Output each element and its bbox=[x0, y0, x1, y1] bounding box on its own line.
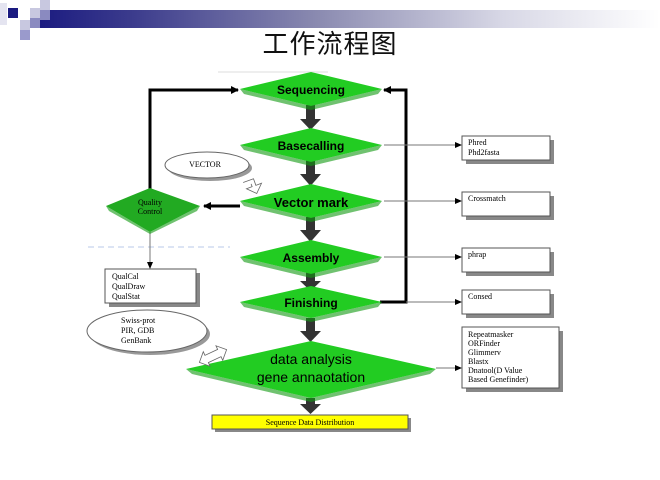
db-line2: PIR, GDB bbox=[121, 326, 154, 335]
decor-square bbox=[20, 30, 30, 40]
step-label: Vector mark bbox=[274, 195, 349, 210]
down-arrow bbox=[300, 160, 321, 186]
db-line1: Swiss-prot bbox=[121, 316, 156, 325]
qc-label-line2: Control bbox=[138, 207, 163, 216]
tool-line: Crossmatch bbox=[468, 194, 506, 203]
db-double-hollow-arrow bbox=[198, 345, 228, 367]
decor-square bbox=[0, 3, 7, 25]
step-basecalling[interactable]: Basecalling bbox=[240, 128, 382, 166]
tool-line: ORFinder bbox=[468, 339, 500, 348]
decor-square bbox=[8, 8, 18, 18]
step-label-line1: data analysis bbox=[270, 351, 352, 367]
down-arrow bbox=[300, 217, 321, 242]
tool-box-assembly: phrap bbox=[461, 247, 554, 276]
step-finishing[interactable]: Finishing bbox=[240, 286, 382, 322]
tool-connectors bbox=[384, 142, 462, 371]
tool-line: Dnatool(D Value bbox=[468, 366, 523, 375]
finishing-loop-line bbox=[380, 86, 408, 304]
qual-line2: QualDraw bbox=[112, 282, 146, 291]
step-sequencing[interactable]: Sequencing bbox=[240, 72, 382, 110]
tool-line: Blastx bbox=[468, 357, 488, 366]
step-assembly[interactable]: Assembly bbox=[240, 240, 382, 278]
tool-line: Phred bbox=[468, 138, 487, 147]
flow-arrows bbox=[300, 105, 321, 414]
header-gradient-bar bbox=[35, 10, 660, 28]
qual-line1: QualCal bbox=[112, 272, 139, 281]
step-data-analysis[interactable]: data analysis gene annaotation bbox=[186, 341, 436, 402]
step-label: Assembly bbox=[283, 251, 340, 265]
decor-square bbox=[30, 18, 40, 28]
qc-label-line1: Quality bbox=[138, 198, 162, 207]
down-arrow bbox=[300, 272, 321, 291]
vector-hollow-arrow bbox=[243, 178, 263, 195]
tool-box-basecalling: Phred Phd2fasta bbox=[461, 135, 554, 164]
tool-line: phrap bbox=[468, 250, 486, 259]
down-arrow bbox=[300, 398, 321, 414]
decor-square bbox=[30, 8, 40, 18]
step-vector-mark[interactable]: Vector mark bbox=[240, 184, 382, 222]
down-arrow bbox=[300, 318, 321, 342]
decor-square bbox=[40, 0, 50, 10]
step-label: Finishing bbox=[284, 296, 337, 310]
qc-loop-line bbox=[148, 86, 239, 196]
qual-tools-box: QualCal QualDraw QualStat bbox=[104, 268, 200, 307]
tool-box-data-analysis: Repeatmasker ORFinder Glimmerv Blastx Dn… bbox=[461, 326, 563, 392]
db-line3: GenBank bbox=[121, 336, 151, 345]
tool-line: Phd2fasta bbox=[468, 148, 500, 157]
decor-square bbox=[40, 10, 50, 20]
step-label: Basecalling bbox=[278, 139, 345, 153]
tool-box-finishing: Consed bbox=[461, 289, 554, 318]
database-ellipse: Swiss-prot PIR, GDB GenBank bbox=[86, 309, 210, 355]
tool-box-vector-mark: Crossmatch bbox=[461, 191, 554, 220]
tool-line: Based Genefinder) bbox=[468, 375, 529, 384]
quality-control-diamond[interactable]: Quality Control bbox=[106, 188, 200, 234]
vector-label: VECTOR bbox=[189, 160, 222, 169]
down-arrow bbox=[300, 105, 321, 130]
vector-ellipse: VECTOR bbox=[164, 151, 252, 181]
distribution-label: Sequence Data Distribution bbox=[266, 418, 354, 427]
title-underline bbox=[218, 71, 328, 73]
qual-line3: QualStat bbox=[112, 292, 141, 301]
step-label-line2: gene annaotation bbox=[257, 369, 365, 385]
tool-line: Glimmerv bbox=[468, 348, 501, 357]
tool-line: Repeatmasker bbox=[468, 330, 514, 339]
decor-square bbox=[20, 20, 30, 30]
distribution-box[interactable]: Sequence Data Distribution bbox=[211, 414, 411, 432]
step-label: Sequencing bbox=[277, 83, 345, 97]
tool-line: Consed bbox=[468, 292, 492, 301]
slide-title: 工作流程图 bbox=[262, 30, 398, 60]
